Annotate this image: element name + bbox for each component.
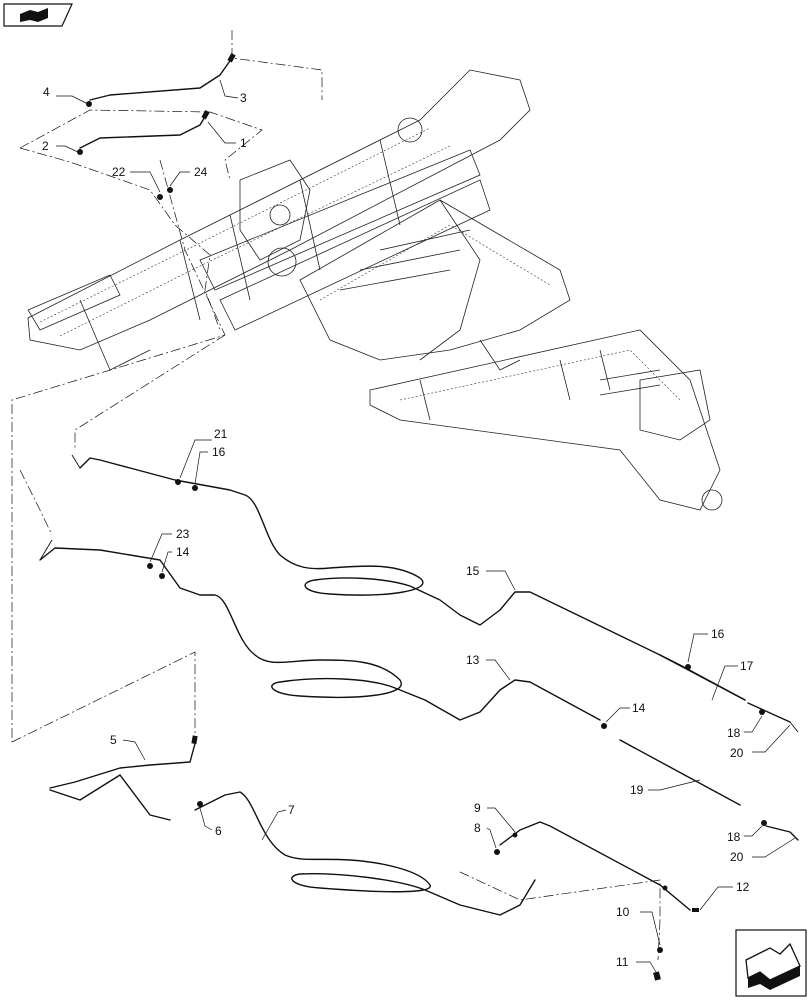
callout-21: 21 xyxy=(214,427,228,441)
reference-lines xyxy=(11,30,661,961)
next-page-arrow-icon[interactable] xyxy=(735,929,807,997)
callout-20-upper: 20 xyxy=(730,746,744,760)
callout-14-lower: 14 xyxy=(632,701,646,715)
callout-11: 11 xyxy=(616,955,629,969)
callout-8: 8 xyxy=(474,821,481,835)
callout-4: 4 xyxy=(43,85,50,99)
callout-18-lower: 18 xyxy=(727,830,741,844)
callout-5: 5 xyxy=(110,733,117,747)
callout-7: 7 xyxy=(288,803,295,817)
callout-14-upper: 14 xyxy=(176,545,190,559)
callout-16-lower: 16 xyxy=(711,627,725,641)
callout-10: 10 xyxy=(616,905,630,919)
machine-frame xyxy=(27,69,723,511)
callout-18-upper: 18 xyxy=(727,726,741,740)
callout-16-upper: 16 xyxy=(212,445,226,459)
callout-13: 13 xyxy=(466,653,480,667)
callout-15: 15 xyxy=(466,564,480,578)
callout-1: 1 xyxy=(240,136,247,150)
callout-17: 17 xyxy=(740,659,754,673)
callout-labels: 1 2 3 4 5 6 7 8 9 10 11 12 13 14 14 15 1… xyxy=(42,85,754,969)
fittings xyxy=(77,101,663,953)
callout-19: 19 xyxy=(630,783,644,797)
tubes xyxy=(39,53,799,981)
leader-lines xyxy=(56,79,796,973)
callout-20-lower: 20 xyxy=(730,850,744,864)
callout-6: 6 xyxy=(215,824,222,838)
callout-9: 9 xyxy=(474,801,481,815)
callout-24: 24 xyxy=(194,165,208,179)
callout-22: 22 xyxy=(112,165,126,179)
callout-3: 3 xyxy=(240,91,247,105)
book-icon[interactable] xyxy=(3,3,73,27)
callout-2: 2 xyxy=(42,139,49,153)
callout-12: 12 xyxy=(736,880,750,894)
callout-23: 23 xyxy=(176,527,190,541)
